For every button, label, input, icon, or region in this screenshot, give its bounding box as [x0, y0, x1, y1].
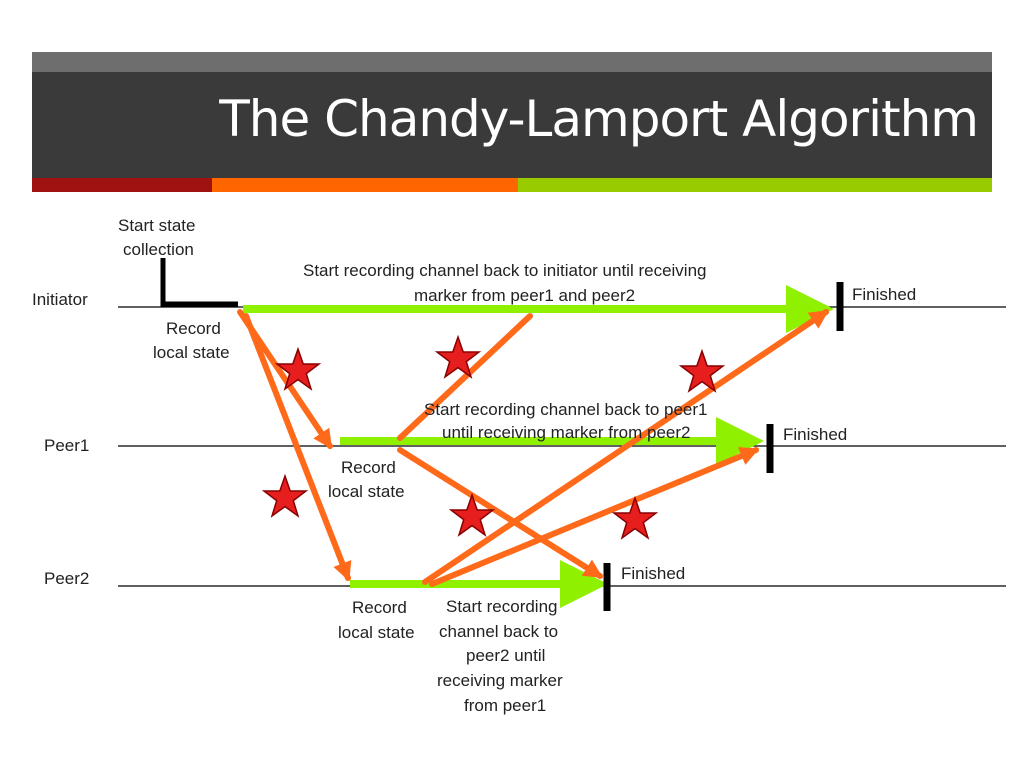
title-bar-top: [32, 52, 992, 72]
finished-peer2: Finished: [621, 564, 685, 583]
channel-note-peer2-line4: receiving marker: [437, 671, 563, 690]
marker-peer1-to-peer2: [397, 447, 604, 579]
marker-peer2-to-peer1: [429, 447, 760, 587]
record-peer2-line1: Record: [352, 598, 407, 617]
start-label-line2: collection: [123, 240, 194, 259]
accent-stripe-red: [32, 178, 212, 192]
record-peer2-line2: local state: [338, 623, 415, 642]
finished-initiator: Finished: [852, 285, 916, 304]
finished-peer1: Finished: [783, 425, 847, 444]
marker-initiator-to-peer2: [243, 313, 352, 582]
channel-note-peer1-line1: Start recording channel back to peer1: [424, 400, 708, 419]
record-initiator-line2: local state: [153, 343, 230, 362]
record-peer1-line1: Record: [341, 458, 396, 477]
star-icon: [276, 348, 320, 390]
star-icon: [450, 494, 494, 536]
start-label-line1: Start state: [118, 216, 195, 235]
accent-stripe-orange: [212, 178, 518, 192]
marker-peer2-to-initiator: [422, 309, 829, 585]
marker-peer1-to-initiator: [397, 313, 533, 441]
channel-note-peer2-line5: from peer1: [464, 696, 546, 715]
channel-note-peer2-line2: channel back to: [439, 622, 558, 641]
start-marker-bracket: [160, 258, 238, 307]
channel-note-peer1-line2: until receiving marker from peer2: [442, 423, 690, 442]
process-label-peer2: Peer2: [44, 569, 89, 588]
channel-note-peer2-line1: Start recording: [446, 597, 558, 616]
channel-note-initiator-line2: marker from peer1 and peer2: [414, 286, 635, 305]
title-bar: The Chandy-Lamport Algorithm: [32, 72, 992, 178]
process-label-initiator: Initiator: [32, 290, 88, 309]
channel-note-initiator-line1: Start recording channel back to initiato…: [303, 261, 707, 280]
process-label-peer1: Peer1: [44, 436, 89, 455]
star-icon: [263, 475, 307, 517]
record-initiator-line1: Record: [166, 319, 221, 338]
channel-note-peer2-line3: peer2 until: [466, 646, 545, 665]
record-peer1-line2: local state: [328, 482, 405, 501]
slide-title: The Chandy-Lamport Algorithm: [219, 90, 979, 148]
accent-stripe-green: [518, 178, 992, 192]
